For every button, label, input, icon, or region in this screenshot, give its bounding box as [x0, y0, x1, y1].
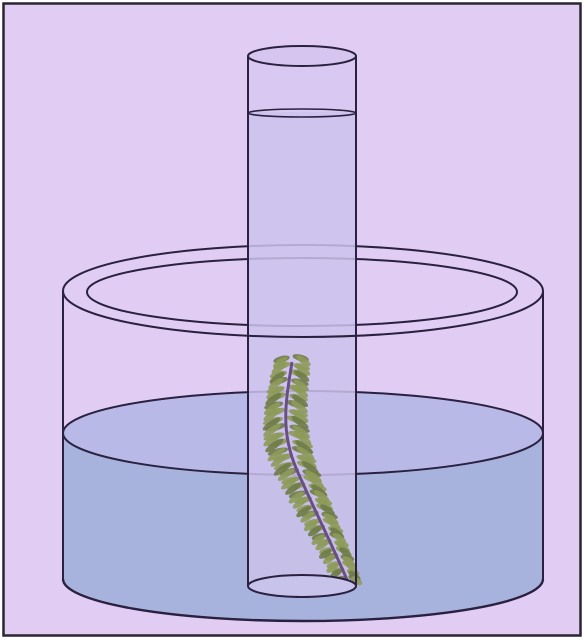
tube-open-end — [248, 575, 356, 597]
test-tube — [248, 46, 364, 597]
tube-top-end — [248, 46, 356, 66]
